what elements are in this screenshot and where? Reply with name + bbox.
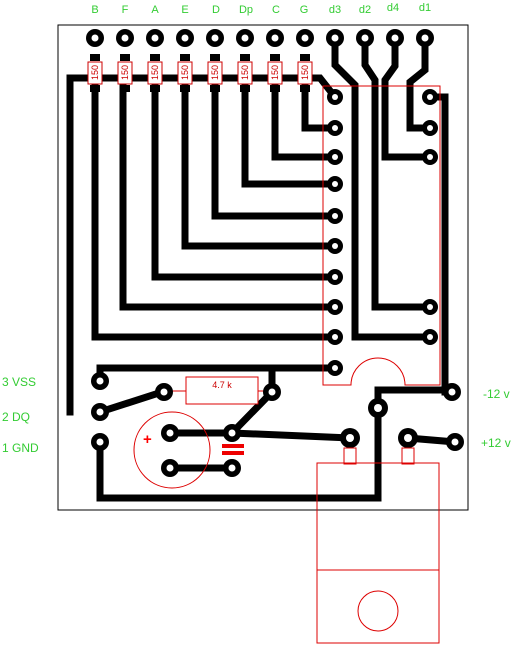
display-pad-left-7 [327,269,343,285]
label-gnd: 1 GND [2,441,39,455]
pad-c [266,29,284,47]
resistor-b [87,54,103,92]
pullup-resistor-body [185,376,259,405]
resistor-a-value: 150 [150,65,160,80]
pad-d4 [386,29,404,47]
resistor-c-value: 150 [270,65,280,80]
pad-dp [236,29,254,47]
pad-a [146,29,164,47]
resistor-d-value: 150 [210,65,220,80]
pullup-value: 4.7 k [212,380,232,390]
voltage-regulator-outline [316,447,440,644]
resistor-a [147,54,163,92]
top-connector-pads [86,29,434,47]
ceramic-capacitor [222,444,244,455]
resistor-dp-value: 150 [240,65,250,80]
board-outline [57,24,469,511]
resistor-g [297,54,313,92]
label-e: E [181,4,188,16]
pad-d1 [416,29,434,47]
display-pad-left-3 [327,149,343,165]
display-pad-left-1 [327,89,343,105]
pad-d [206,29,224,47]
display-pad-left-4 [327,176,343,192]
label-plus-12v: +12 v [481,436,511,450]
pad-d3 [326,29,344,47]
top-pin-labels: B F A E D Dp C G d3 d2 d4 d1 [91,2,431,16]
label-f: F [122,4,129,16]
pad-dq [91,403,109,421]
resistor-value-labels: 150 150 150 150 150 150 150 150 [90,65,310,80]
pad-reg-gnd [368,398,388,418]
label-a: A [151,4,159,16]
pad-ceramic-top [223,424,241,442]
label-d4: d4 [387,2,399,14]
label-vss: 3 VSS [2,375,36,389]
resistor-e-value: 150 [180,65,190,80]
pad-pullup-right [263,383,281,401]
resistor-g-value: 150 [300,65,310,80]
display-pad-left-2 [327,120,343,136]
label-d1: d1 [419,2,431,14]
display-pad-left-8 [327,299,343,315]
pad-minus-12v [443,383,461,401]
resistor-c [267,54,283,92]
pad-reg-in [340,428,360,448]
resistor-f [117,54,133,92]
pad-g [296,29,314,47]
label-d2: d2 [359,4,371,16]
pad-cap-plus [161,424,179,442]
display-pad-right-2 [422,120,438,136]
label-dp: Dp [239,4,253,16]
label-b: B [91,4,98,16]
label-minus-12v: -12 v [483,387,510,401]
pad-vss [91,372,109,390]
copper-traces [66,36,459,502]
electrolytic-capacitor-outline [133,411,211,489]
pad-b [86,29,104,47]
pad-plus-12v [446,433,464,451]
pad-reg-out [398,428,418,448]
display-pads [327,89,438,376]
display-outline [322,85,441,386]
segment-resistors [87,54,313,92]
label-g: G [300,4,309,16]
display-pad-right-3 [422,149,438,165]
label-c: C [272,4,280,16]
display-pad-right-5 [422,329,438,345]
display-pad-left-9 [327,329,343,345]
component-pads [91,372,464,477]
pad-ceramic-bottom [223,459,241,477]
pad-f [116,29,134,47]
resistor-b-value: 150 [90,65,100,80]
pad-gnd [91,433,109,451]
label-d: D [212,4,220,16]
display-pad-left-6 [327,238,343,254]
display-pad-right-4 [422,299,438,315]
capacitor-plus-mark: + [143,431,152,448]
display-pad-left-10 [327,360,343,376]
pad-d2 [356,29,374,47]
pad-cap-minus [161,459,179,477]
resistor-e [177,54,193,92]
right-supply-labels: -12 v +12 v [481,387,511,450]
resistor-f-value: 150 [120,65,130,80]
label-d3: d3 [329,4,341,16]
display-pad-left-5 [327,208,343,224]
resistor-dp [237,54,253,92]
left-pin-labels: 3 VSS 2 DQ 1 GND [2,375,39,455]
pad-e [176,29,194,47]
resistor-d [207,54,223,92]
pad-pullup-left [155,383,173,401]
label-dq: 2 DQ [2,410,30,424]
display-pad-right-1 [422,89,438,105]
